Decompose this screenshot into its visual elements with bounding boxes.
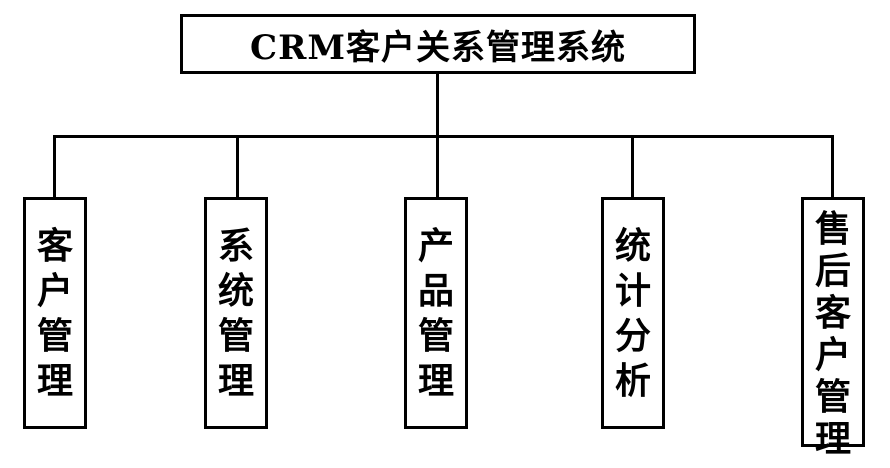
module-label-char: 产 — [417, 225, 454, 267]
module-label-char: 分 — [614, 315, 651, 357]
branch-line-2 — [236, 135, 239, 197]
branch-line-5 — [831, 135, 834, 197]
module-label-char: 品 — [417, 270, 454, 312]
module-label-char: 户 — [814, 334, 851, 376]
module-label-char: 客 — [814, 292, 851, 334]
module-box-statistics-analysis: 统计分析 — [601, 197, 665, 429]
module-label: 系统管理 — [218, 224, 254, 404]
module-label: 产品管理 — [418, 224, 454, 404]
module-label-char: 管 — [217, 315, 254, 357]
horizontal-bus-line — [53, 135, 834, 138]
root-node-title: CRM客户关系管理系统 — [250, 27, 626, 68]
module-label-char: 系 — [217, 225, 254, 267]
module-label-char: 管 — [36, 315, 73, 357]
module-box-product-management: 产品管理 — [404, 197, 468, 429]
module-label-char: 后 — [814, 250, 851, 292]
module-label-char: 析 — [614, 360, 651, 402]
module-label-char: 统 — [614, 225, 651, 267]
root-stem-line — [436, 74, 439, 137]
branch-line-3 — [436, 135, 439, 197]
module-label-char: 售 — [814, 208, 851, 250]
module-label-char: 理 — [417, 360, 454, 402]
module-label-char: 统 — [217, 270, 254, 312]
branch-line-4 — [631, 135, 634, 197]
module-label-char: 户 — [36, 270, 73, 312]
module-box-customer-management: 客户管理 — [23, 197, 87, 429]
branch-line-1 — [53, 135, 56, 197]
module-label-char: 理 — [217, 360, 254, 402]
module-label: 统计分析 — [615, 224, 651, 404]
module-box-after-sales-customer-management: 售后客户管理 — [801, 197, 865, 460]
module-label-char: 管 — [417, 315, 454, 357]
module-label-char: 客 — [36, 225, 73, 267]
root-node-box: CRM客户关系管理系统 — [180, 14, 696, 74]
module-label: 售后客户管理 — [815, 208, 851, 460]
module-label: 客户管理 — [37, 224, 73, 404]
module-label-char: 理 — [814, 418, 851, 460]
module-label-char: 理 — [36, 360, 73, 402]
module-label-char: 管 — [814, 376, 851, 418]
module-box-system-management: 系统管理 — [204, 197, 268, 429]
module-label-char: 计 — [614, 270, 651, 312]
